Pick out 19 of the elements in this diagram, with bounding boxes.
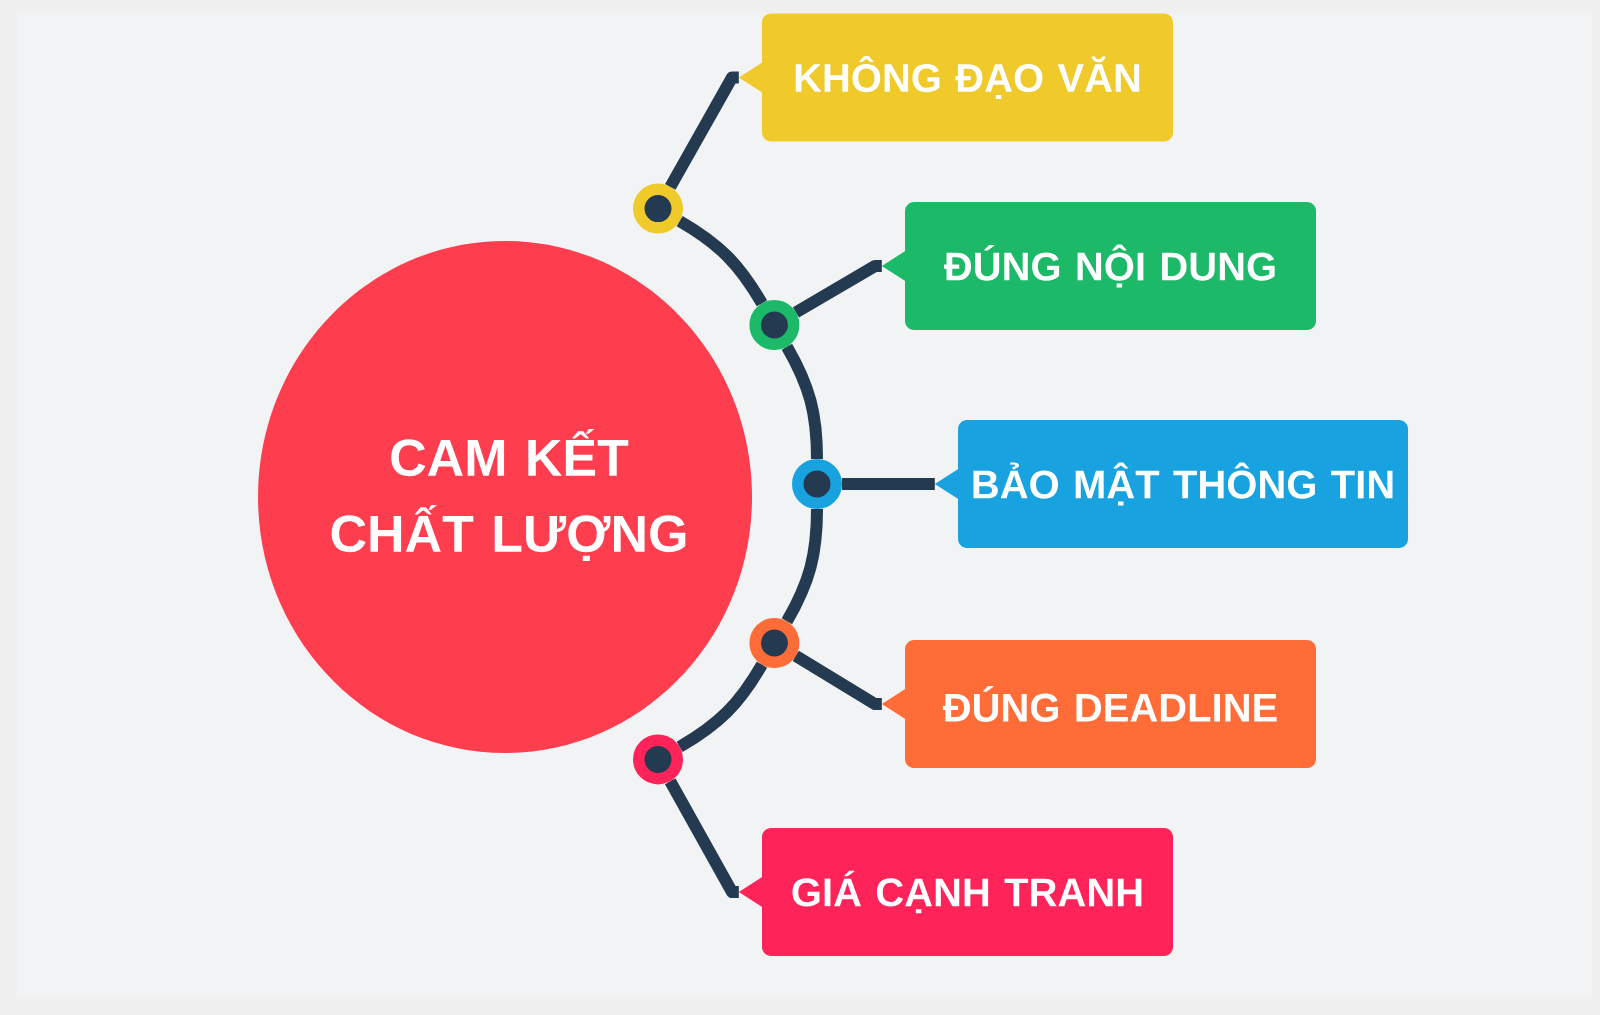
connector-line [676, 661, 768, 753]
label-box: BẢO MẬT THÔNG TIN [934, 420, 1408, 548]
ring-dot [749, 618, 800, 668]
label-box: KHÔNG ĐẠO VĂN [738, 13, 1173, 142]
connector-line [792, 260, 882, 318]
label-box: GIÁ CẠNH TRANH [738, 828, 1173, 956]
connector-line [665, 71, 739, 190]
label-box: ĐÚNG DEADLINE [881, 640, 1316, 768]
ring-dot [633, 183, 683, 234]
connector-line [781, 343, 823, 460]
connector-line [676, 215, 768, 307]
ring-dot [749, 300, 800, 350]
connector-line [664, 778, 739, 898]
connector-line [842, 478, 935, 490]
ring-dot [633, 734, 683, 785]
ring-dot [792, 459, 842, 509]
label-box: ĐÚNG NỘI DUNG [881, 202, 1316, 330]
connector-line [792, 650, 882, 710]
connector-line [781, 508, 823, 625]
